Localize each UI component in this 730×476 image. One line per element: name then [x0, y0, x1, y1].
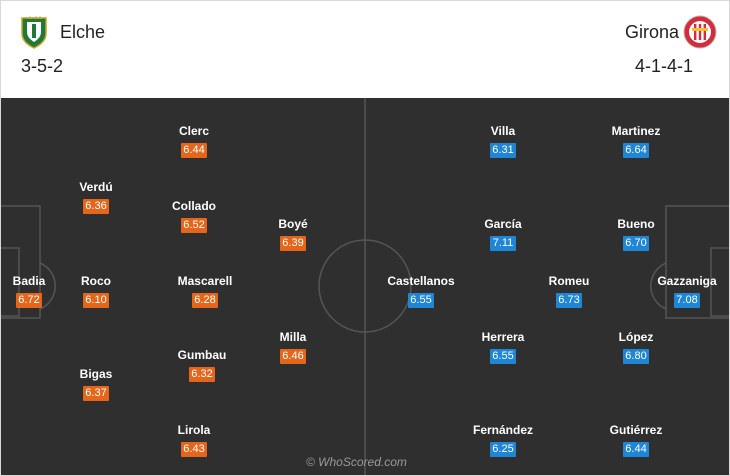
- player-name: Lirola: [177, 423, 211, 437]
- player-rating: 6.80: [623, 349, 649, 364]
- player-name: Clerc: [178, 124, 210, 138]
- player-rating: 6.25: [490, 442, 516, 457]
- away-player[interactable]: Villa 6.31: [461, 124, 545, 158]
- player-name: Bueno: [617, 217, 655, 231]
- player-rating: 6.46: [280, 349, 306, 364]
- home-player[interactable]: Gumbau 6.32: [160, 348, 244, 382]
- player-name: Gazzaniga: [657, 274, 717, 288]
- away-player[interactable]: Castellanos 6.55: [379, 274, 463, 308]
- player-rating: 6.44: [181, 143, 207, 158]
- player-rating: 6.73: [556, 293, 582, 308]
- player-rating: 6.10: [83, 293, 109, 308]
- player-name: Gutiérrez: [609, 423, 663, 437]
- home-player[interactable]: Milla 6.46: [251, 330, 335, 364]
- away-player[interactable]: Gutiérrez 6.44: [594, 423, 678, 457]
- player-rating: 6.55: [408, 293, 434, 308]
- player-rating: 6.72: [16, 293, 42, 308]
- player-rating: 6.55: [490, 349, 516, 364]
- player-rating: 6.43: [181, 442, 207, 457]
- player-name: Martinez: [611, 124, 661, 138]
- player-rating: 6.64: [623, 143, 649, 158]
- away-player[interactable]: Gazzaniga 7.08: [645, 274, 729, 308]
- player-rating: 7.08: [674, 293, 700, 308]
- away-player[interactable]: Fernández 6.25: [461, 423, 545, 457]
- player-name: Herrera: [481, 330, 525, 344]
- home-player[interactable]: Boyé 6.39: [251, 217, 335, 251]
- player-rating: 6.36: [83, 199, 109, 214]
- player-rating: 7.11: [490, 236, 516, 251]
- match-header: Elche 3-5-2 Girona 4-1-4-1: [1, 1, 729, 95]
- player-rating: 6.52: [181, 218, 207, 233]
- whoscored-watermark: © WhoScored.com: [306, 455, 407, 469]
- away-player[interactable]: Herrera 6.55: [461, 330, 545, 364]
- player-name: Fernández: [472, 423, 533, 437]
- player-rating: 6.39: [280, 236, 306, 251]
- away-player[interactable]: Martinez 6.64: [594, 124, 678, 158]
- player-name: Mascarell: [177, 274, 233, 288]
- away-player[interactable]: Romeu 6.73: [527, 274, 611, 308]
- player-name: Milla: [279, 330, 307, 344]
- home-player[interactable]: Badia 6.72: [1, 274, 71, 308]
- player-rating: 6.70: [623, 236, 649, 251]
- away-formation: 4-1-4-1: [634, 56, 693, 76]
- player-rating: 6.31: [490, 143, 516, 158]
- away-player[interactable]: López 6.80: [594, 330, 678, 364]
- elche-crest-icon: [21, 16, 47, 49]
- player-name: Verdú: [79, 180, 113, 194]
- away-player[interactable]: García 7.11: [461, 217, 545, 251]
- player-name: Roco: [81, 274, 111, 288]
- player-rating: 6.37: [83, 386, 109, 401]
- home-player[interactable]: Collado 6.52: [152, 199, 236, 233]
- player-name: Badia: [12, 274, 46, 288]
- home-formation: 3-5-2: [21, 56, 64, 76]
- home-player[interactable]: Lirola 6.43: [152, 423, 236, 457]
- away-player[interactable]: Bueno 6.70: [594, 217, 678, 251]
- home-player[interactable]: Roco 6.10: [54, 274, 138, 308]
- player-rating: 6.44: [623, 442, 649, 457]
- player-name: Boyé: [278, 217, 308, 231]
- player-name: Gumbau: [177, 348, 227, 362]
- player-name: López: [618, 330, 654, 344]
- pitch: Badia 6.72 Verdú 6.36 Roco 6.10 Bigas 6.…: [1, 98, 729, 475]
- home-player[interactable]: Bigas 6.37: [54, 367, 138, 401]
- player-rating: 6.32: [189, 367, 215, 382]
- away-team-name[interactable]: Girona: [624, 22, 679, 42]
- girona-crest-icon: [683, 15, 717, 49]
- player-rating: 6.28: [192, 293, 218, 308]
- home-player[interactable]: Verdú 6.36: [54, 180, 138, 214]
- home-player[interactable]: Mascarell 6.28: [163, 274, 247, 308]
- player-name: Bigas: [79, 367, 113, 381]
- player-name: García: [484, 217, 522, 231]
- pitch-markings: [1, 98, 729, 475]
- home-team-name[interactable]: Elche: [60, 22, 106, 42]
- player-name: Castellanos: [387, 274, 455, 288]
- player-name: Collado: [172, 199, 216, 213]
- home-player[interactable]: Clerc 6.44: [152, 124, 236, 158]
- player-name: Romeu: [548, 274, 590, 288]
- player-name: Villa: [490, 124, 516, 138]
